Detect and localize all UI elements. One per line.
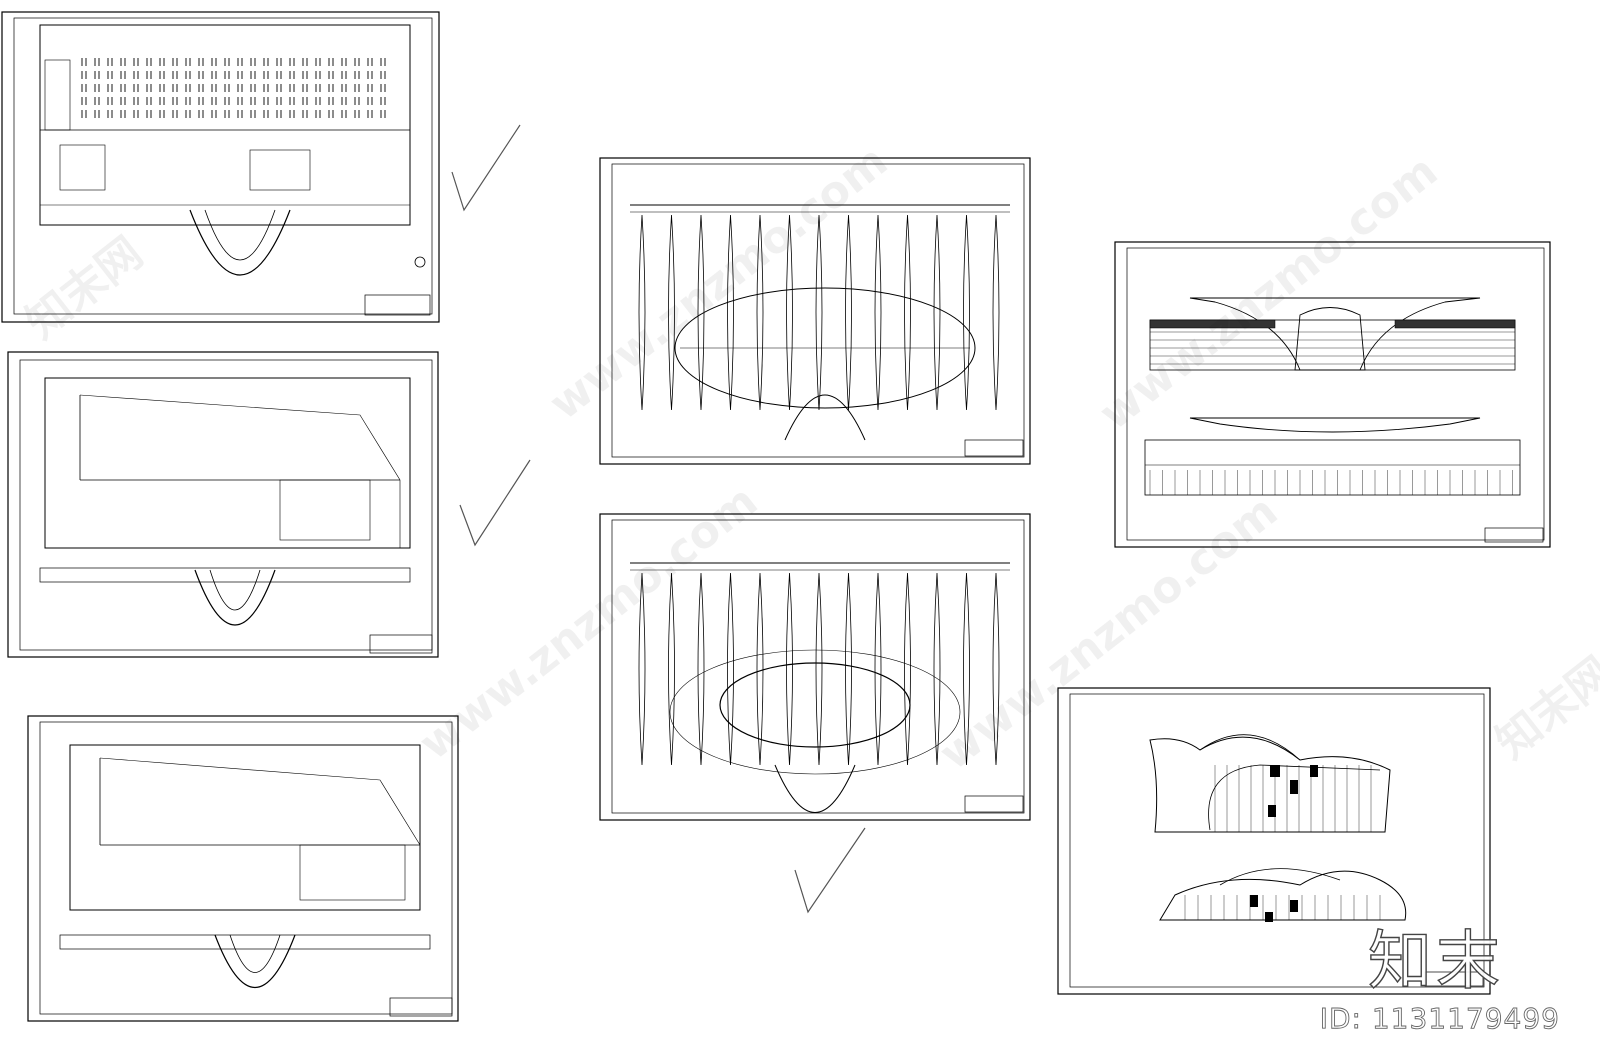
truss-columns bbox=[638, 572, 1000, 766]
check-mark-icon bbox=[451, 124, 521, 212]
sheet-elevation-1[interactable] bbox=[1114, 241, 1551, 548]
sheet-floorplan-2[interactable] bbox=[7, 351, 439, 658]
sheet-roof-plan-1[interactable] bbox=[599, 157, 1031, 465]
sheet-floorplan-3[interactable] bbox=[27, 715, 459, 1022]
title-block bbox=[364, 294, 431, 316]
title-block bbox=[964, 795, 1024, 813]
title-block bbox=[964, 439, 1024, 457]
id-label: ID: 1131179499 bbox=[1319, 1002, 1560, 1036]
sheet-elevation-2[interactable] bbox=[1057, 687, 1491, 995]
check-mark-icon bbox=[459, 459, 531, 547]
seating-rows bbox=[81, 58, 386, 118]
check-mark-icon bbox=[794, 827, 866, 914]
oval-entrance bbox=[189, 209, 291, 276]
sheet-roof-plan-2[interactable] bbox=[599, 513, 1031, 821]
truss-columns bbox=[638, 214, 1000, 411]
title-block bbox=[1484, 527, 1544, 543]
north-arrow-icon bbox=[414, 256, 426, 268]
brand-logo: 知末 bbox=[1367, 924, 1504, 999]
title-block bbox=[369, 634, 433, 654]
title-block bbox=[389, 997, 453, 1017]
title-block bbox=[1424, 971, 1484, 987]
sheet-floorplan-1[interactable] bbox=[1, 11, 440, 323]
facade-lines bbox=[1184, 765, 1381, 920]
facade-lines bbox=[1149, 331, 1515, 495]
